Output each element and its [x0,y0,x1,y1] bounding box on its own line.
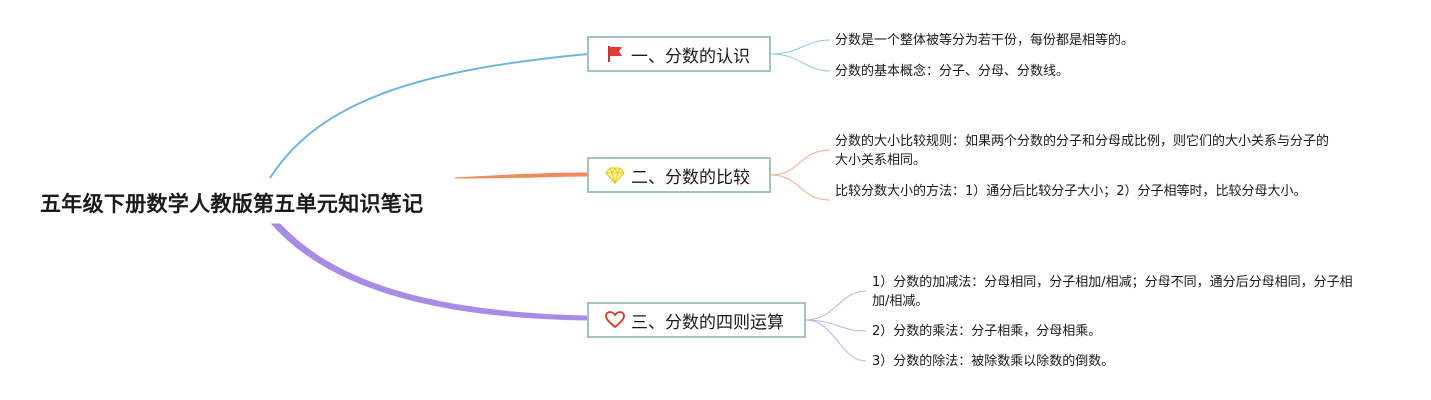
leaf-topic-2-1[interactable]: 分数的大小比较规则：如果两个分数的分子和分母成比例，则它们的大小关系与分子的大小… [835,132,1329,170]
connector-branch-2-leaf-2 [770,174,831,201]
heart-icon [605,310,625,330]
connector-branch-2-leaf-1 [770,149,831,176]
connector-branch-1-leaf-1 [770,39,831,55]
leaf-topic-2-1-text: 分数的大小比较规则：如果两个分数的分子和分母成比例，则它们的大小关系与分子的大小… [835,134,1330,168]
connector-branch-1-leaf-2 [770,53,831,72]
branch-topic-3-label: 三、分数的四则运算 [631,312,784,333]
leaf-topic-1-2[interactable]: 分数的基本概念：分子、分母、分数线。 [835,62,1255,81]
connector-root-branch-3 [270,223,589,321]
leaf-topic-3-2-text: 2）分数的乘法：分子相乘，分母相乘。 [872,324,1102,339]
branch-topic-2-label: 二、分数的比较 [631,167,750,188]
leaf-topic-3-2[interactable]: 2）分数的乘法：分子相乘，分母相乘。 [872,322,1352,341]
branch-topic-1[interactable]: 一、分数的认识 [587,36,771,72]
leaf-topic-3-3[interactable]: 3）分数的除法：被除数乘以除数的倒数。 [872,352,1352,371]
red-flag-icon [605,44,625,64]
branch-topic-3[interactable]: 三、分数的四则运算 [587,302,806,338]
connector-root-branch-2 [454,172,589,179]
branch-topic-1-label: 一、分数的认识 [631,46,750,67]
leaf-topic-1-2-text: 分数的基本概念：分子、分母、分数线。 [835,64,1070,79]
leaf-topic-3-1-text: 1）分数的加减法：分母相同，分子相加/相减；分母不同，通分后分母相同，分子相加/… [872,275,1353,309]
connector-root-branch-1 [269,53,589,179]
leaf-topic-2-2-text: 比较分数大小的方法：1）通分后比较分子大小；2）分子相等时，比较分母大小。 [835,184,1307,199]
leaf-topic-3-3-text: 3）分数的除法：被除数乘以除数的倒数。 [872,354,1115,369]
connector-branch-3-leaf-2 [805,319,867,332]
connector-branch-3-leaf-1 [805,290,867,321]
root-topic[interactable]: 五年级下册数学人教版第五单元知识笔记 [40,192,424,216]
leaf-topic-3-1[interactable]: 1）分数的加减法：分母相同，分子相加/相减；分母不同，通分后分母相同，分子相加/… [872,273,1367,311]
leaf-topic-1-1[interactable]: 分数是一个整体被等分为若干份，每份都是相等的。 [835,31,1255,50]
branch-topic-2[interactable]: 二、分数的比较 [587,157,771,193]
diamond-icon [605,165,625,185]
leaf-topic-1-1-text: 分数是一个整体被等分为若干份，每份都是相等的。 [835,33,1135,48]
leaf-topic-2-2[interactable]: 比较分数大小的方法：1）通分后比较分子大小；2）分子相等时，比较分母大小。 [835,182,1315,201]
connector-branch-3-leaf-3 [805,319,867,362]
